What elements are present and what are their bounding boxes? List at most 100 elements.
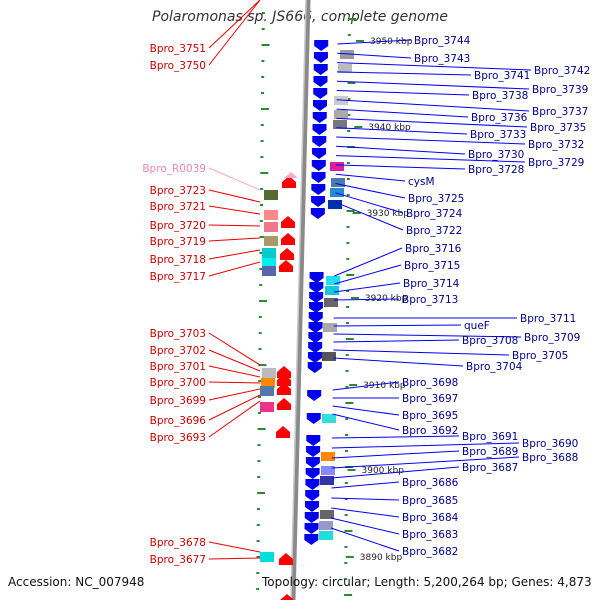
leader-line xyxy=(208,237,261,242)
gene-box xyxy=(260,552,274,562)
leader-line xyxy=(208,365,261,378)
gene-label-bpro_3720: Bpro_3720 xyxy=(150,220,206,232)
gene-label-bpro_3702: Bpro_3702 xyxy=(150,345,206,357)
scale-tick xyxy=(259,204,263,206)
scale-tick xyxy=(344,546,348,548)
gene-arrow xyxy=(308,302,323,313)
gene-label-bpro_3696: Bpro_3696 xyxy=(150,415,207,427)
gene-arrow xyxy=(304,501,319,512)
scale-tick xyxy=(257,492,266,494)
scale-tick xyxy=(346,290,350,292)
scale-tick xyxy=(345,386,349,388)
gene-arrow xyxy=(311,160,326,171)
gene-arrow xyxy=(312,148,327,159)
gene-arrow xyxy=(304,523,319,534)
scale-tick xyxy=(344,562,348,564)
scale-tick xyxy=(258,380,262,382)
scale-tick xyxy=(261,44,270,46)
accession-text: Accession: NC_007948 xyxy=(8,575,145,589)
scale-tick xyxy=(257,412,261,414)
gene-label-bpro_r0039: Bpro_R0039 xyxy=(142,163,206,175)
gene-label-bpro_3704: Bpro_3704 xyxy=(466,361,523,373)
scale-tick xyxy=(261,92,265,94)
gene-box xyxy=(330,162,344,171)
gene-label-bpro_3742: Bpro_3742 xyxy=(534,65,590,77)
leader-line xyxy=(208,541,261,553)
scale-tick xyxy=(256,540,260,542)
scale-tick xyxy=(258,364,267,366)
gene-box xyxy=(340,50,354,59)
gene-box xyxy=(330,188,344,197)
gene-arrow xyxy=(309,272,324,283)
leader-line xyxy=(331,466,460,479)
scale-tick xyxy=(259,220,263,222)
gene-arrow xyxy=(313,64,328,75)
leader-line xyxy=(331,497,400,501)
leader-line xyxy=(337,62,532,71)
gene-arrow xyxy=(305,479,320,490)
gene-box xyxy=(321,452,335,461)
gene-arrow xyxy=(280,248,294,260)
scale-tick xyxy=(259,284,263,286)
gene-label-bpro_3683: Bpro_3683 xyxy=(402,529,458,541)
leader-line xyxy=(330,527,400,552)
scale-tick xyxy=(346,306,349,308)
leader-line xyxy=(337,52,412,59)
scale-tick xyxy=(347,130,351,132)
scale-tick xyxy=(258,316,262,318)
gene-arrow xyxy=(311,196,326,207)
rna-arrow xyxy=(284,172,298,178)
leader-line xyxy=(332,381,400,391)
kbp-tick xyxy=(347,469,356,471)
scale-tick xyxy=(347,98,351,100)
leader-line xyxy=(208,249,261,260)
leader-line xyxy=(208,332,261,366)
scale-tick xyxy=(346,226,350,228)
leader-line xyxy=(335,183,406,199)
gene-label-bpro_3735: Bpro_3735 xyxy=(530,122,586,134)
scale-tick xyxy=(345,402,354,404)
scale-tick xyxy=(259,300,267,302)
gene-arrow xyxy=(305,468,320,479)
gene-label-bpro_3701: Bpro_3701 xyxy=(150,361,206,373)
leader-line xyxy=(335,155,526,163)
leader-line xyxy=(334,247,403,277)
gene-box xyxy=(325,286,339,295)
scale-tick xyxy=(345,370,349,372)
leader-line xyxy=(208,224,261,227)
leader-line xyxy=(208,189,261,203)
gene-arrow xyxy=(304,512,319,523)
scale-tick xyxy=(344,482,348,484)
leader-line xyxy=(335,173,406,182)
gene-arrow xyxy=(310,208,325,219)
gene-label-bpro_3693: Bpro_3693 xyxy=(150,432,206,444)
gene-arrow xyxy=(306,413,321,424)
gene-label-bpro_3687: Bpro_3687 xyxy=(462,462,518,474)
leader-line xyxy=(335,164,466,170)
gene-arrow xyxy=(305,457,320,468)
scale-tick xyxy=(344,514,348,516)
gene-label-bpro_3718: Bpro_3718 xyxy=(150,254,206,266)
gene-arrow xyxy=(308,312,323,323)
gene-box xyxy=(264,236,278,246)
gene-arrow xyxy=(280,594,294,600)
gene-label-bpro_3711: Bpro_3711 xyxy=(520,313,576,325)
gene-box xyxy=(260,402,274,412)
gene-arrow xyxy=(314,40,329,51)
gene-label-bpro_3678: Bpro_3678 xyxy=(150,537,206,549)
leader-line xyxy=(331,507,400,518)
leader-line xyxy=(336,80,530,90)
gene-arrow xyxy=(279,260,293,272)
kbp-tick xyxy=(352,212,361,214)
genome-title: Polaromonas sp. JS666, complete genome xyxy=(152,9,448,25)
leader-line xyxy=(333,298,400,301)
scale-tick xyxy=(347,114,351,116)
scale-tick xyxy=(344,594,353,596)
gene-arrow xyxy=(306,435,321,446)
leader-line xyxy=(335,192,404,214)
gene-arrow xyxy=(313,52,328,63)
leader-line xyxy=(336,145,466,155)
gene-arrow xyxy=(277,383,291,395)
gene-box xyxy=(264,222,278,232)
scale-tick xyxy=(257,444,261,446)
